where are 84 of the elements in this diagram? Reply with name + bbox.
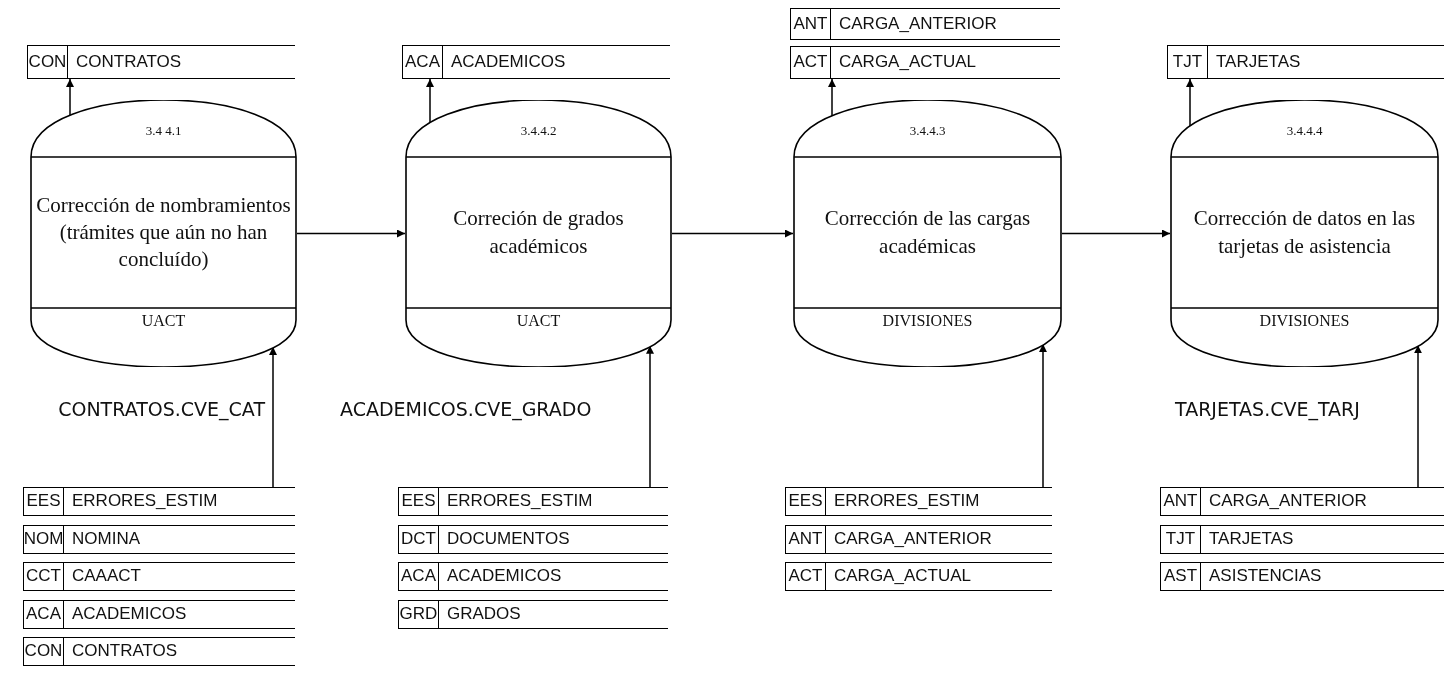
store-id: DCT xyxy=(401,529,436,549)
arrow xyxy=(296,229,406,238)
process-number: 3.4.4.3 xyxy=(909,122,946,140)
arrow xyxy=(1061,229,1171,238)
store-id: AST xyxy=(1163,567,1198,586)
data-store xyxy=(27,45,295,79)
store-name: ERRORES_ESTIM xyxy=(72,492,218,511)
arrow xyxy=(1414,344,1422,488)
store-name: CONTRATOS xyxy=(72,642,178,661)
store-name: CARGA_ANTERIOR xyxy=(839,14,997,34)
process-label: Correción de grados académicos xyxy=(452,205,625,260)
process-label: Corrección de nombramientos (trámites que aún no han concluído) xyxy=(35,191,292,274)
store-name: GRADOS xyxy=(447,604,521,624)
data-store xyxy=(23,562,295,591)
arrow xyxy=(646,345,654,488)
store-id: EES xyxy=(26,492,61,511)
data-store xyxy=(398,524,668,554)
store-id: ACA xyxy=(26,604,61,624)
store-id: ANT xyxy=(788,529,823,549)
store-name: ERRORES_ESTIM xyxy=(447,492,593,511)
store-id: TJT xyxy=(1172,52,1203,72)
store-name: CONTRATOS xyxy=(76,52,182,72)
store-id: ACA xyxy=(401,567,436,586)
data-store xyxy=(1160,487,1444,516)
store-name: NOMINA xyxy=(72,529,140,549)
store-id: EES xyxy=(401,492,436,511)
store-id: CON xyxy=(28,52,67,72)
store-id: CON xyxy=(24,642,63,661)
data-store xyxy=(23,524,295,554)
store-name: CARGA_ANTERIOR xyxy=(1209,492,1367,511)
store-name: CARGA_ACTUAL xyxy=(834,567,971,586)
data-store xyxy=(23,599,295,629)
data-store xyxy=(398,562,668,591)
process-number: 3.4.4.4 xyxy=(1286,122,1323,140)
data-store xyxy=(23,487,295,516)
store-id: TJT xyxy=(1165,529,1196,549)
data-store xyxy=(398,487,668,516)
store-name: ACADEMICOS xyxy=(451,52,566,72)
arrow xyxy=(426,78,434,125)
location-label: DIVISIONES xyxy=(1259,310,1350,331)
store-name: ERRORES_ESTIM xyxy=(834,492,980,511)
store-id: EES xyxy=(788,492,823,511)
process-shape xyxy=(1170,100,1439,367)
process-shape xyxy=(405,100,672,367)
data-store xyxy=(785,487,1052,516)
data-store xyxy=(785,562,1052,591)
arrow xyxy=(671,229,794,238)
data-store xyxy=(785,524,1052,554)
location-label: DIVISIONES xyxy=(882,310,973,331)
arrow xyxy=(1039,343,1047,488)
store-id: ACA xyxy=(405,52,440,72)
store-id: ANT xyxy=(1163,492,1198,511)
data-store xyxy=(790,46,1060,79)
process-shape xyxy=(793,100,1062,367)
data-store xyxy=(790,8,1060,40)
process-number: 3.4.4.2 xyxy=(520,122,557,140)
store-name: CARGA_ACTUAL xyxy=(839,53,976,72)
arrow xyxy=(269,346,277,488)
store-id: ACT xyxy=(793,53,828,72)
data-store xyxy=(398,599,668,629)
process-label: Corrección de datos en las tarjetas de asistencia xyxy=(1192,205,1417,260)
store-id: GRD xyxy=(399,604,438,624)
process-number: 3.4 4.1 xyxy=(145,122,182,140)
store-id: CCT xyxy=(26,567,61,586)
store-name: ACADEMICOS xyxy=(447,567,562,586)
data-store xyxy=(1167,45,1444,79)
store-name: ASISTENCIAS xyxy=(1209,567,1322,586)
location-label: UACT xyxy=(141,310,186,331)
data-store xyxy=(1160,562,1444,591)
store-name: TARJETAS xyxy=(1209,529,1294,549)
data-store xyxy=(402,45,670,79)
store-name: CARGA_ANTERIOR xyxy=(834,529,992,549)
store-name: TARJETAS xyxy=(1216,52,1301,72)
store-name: DOCUMENTOS xyxy=(447,529,570,549)
store-id: ACT xyxy=(788,567,823,586)
data-store xyxy=(23,637,295,666)
store-id: NOM xyxy=(23,529,64,549)
store-name: ACADEMICOS xyxy=(72,604,187,624)
store-id: ANT xyxy=(793,14,828,34)
store-name: CAAACT xyxy=(72,567,141,586)
data-store xyxy=(1160,524,1444,554)
process-label: Corrección de las cargas académicas xyxy=(823,205,1032,260)
process-shape xyxy=(30,100,297,367)
location-label: UACT xyxy=(516,310,561,331)
